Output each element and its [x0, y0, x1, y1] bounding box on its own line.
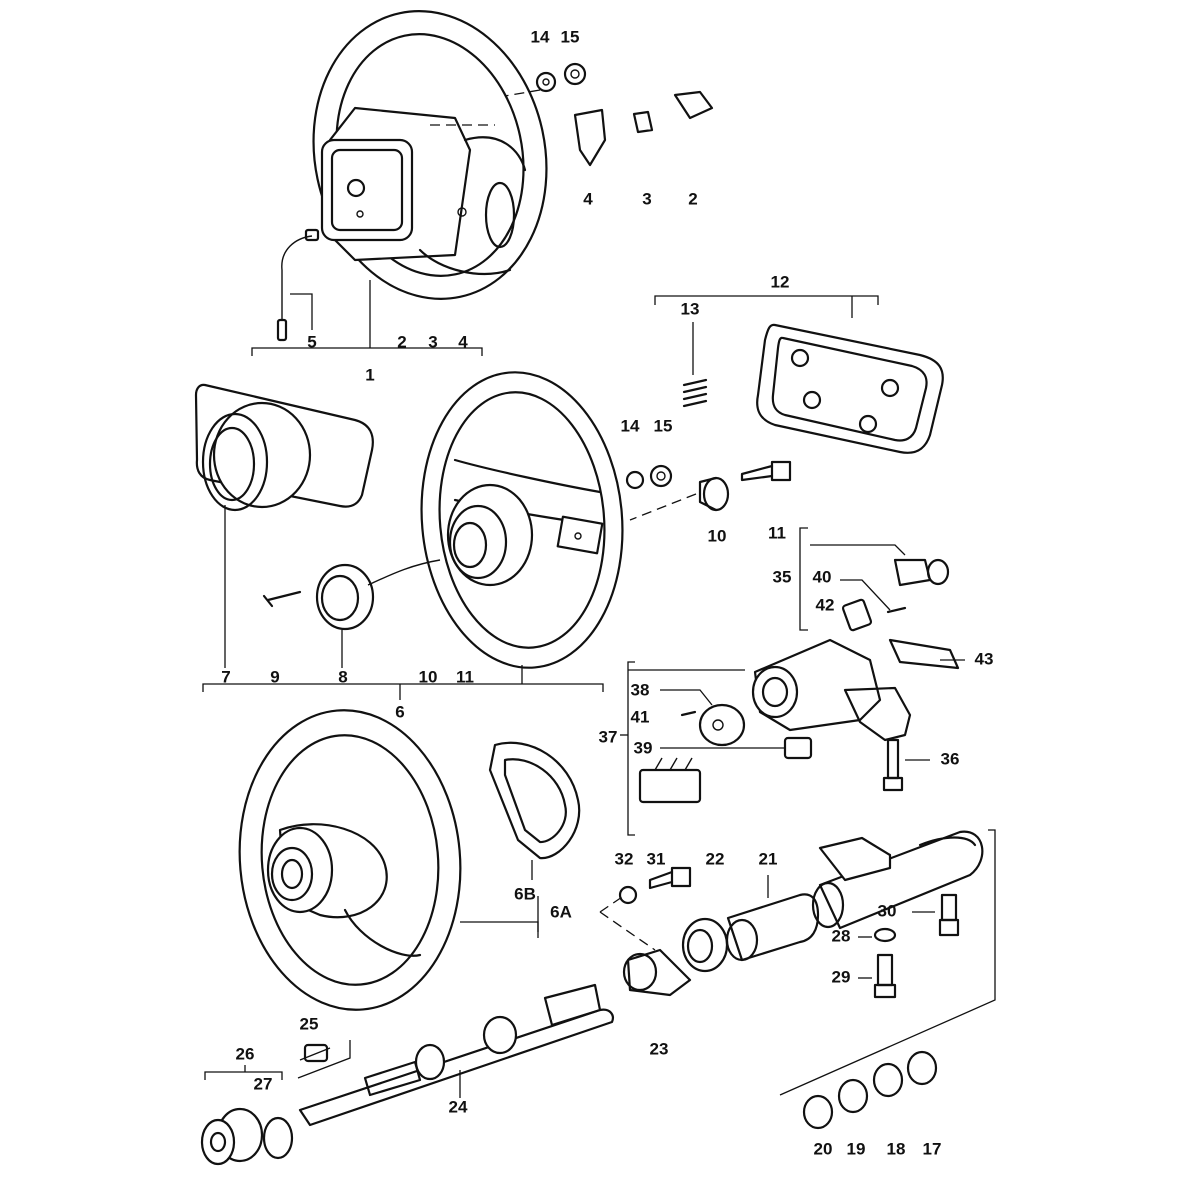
callout-42: 42 — [816, 595, 835, 614]
callout-15-top: 15 — [561, 27, 580, 46]
steering-wheel-6 — [420, 371, 624, 669]
bracket-35 — [799, 527, 906, 631]
callout-30: 30 — [878, 901, 897, 920]
callout-8: 8 — [338, 667, 347, 686]
callout-29: 29 — [832, 967, 851, 986]
callout-4-row: 4 — [458, 332, 468, 351]
bracket-1 — [251, 280, 483, 356]
callout-39: 39 — [634, 738, 653, 757]
lock-housing-37 — [751, 638, 960, 742]
spacer-10 — [698, 476, 730, 512]
callout-35: 35 — [773, 567, 792, 586]
callout-26: 26 — [236, 1044, 255, 1063]
callout-4-top: 4 — [583, 189, 593, 208]
callout-32: 32 — [615, 849, 634, 868]
callout-24: 24 — [449, 1097, 468, 1116]
bracket-37 — [620, 661, 785, 836]
callout-17: 17 — [923, 1139, 942, 1158]
leader-10-mid — [629, 493, 697, 521]
callout-labels: 14 15 4 3 2 5 2 3 4 1 12 13 14 15 10 11 … — [221, 27, 993, 1158]
jacket-tube — [811, 830, 984, 930]
nuts-14-15-mid — [625, 464, 673, 490]
screw-9 — [262, 590, 302, 608]
callout-11-row: 11 — [456, 667, 474, 686]
callout-36: 36 — [941, 749, 960, 768]
lock-38-39 — [638, 703, 813, 804]
callout-28: 28 — [832, 926, 851, 945]
callout-3-row: 3 — [428, 332, 437, 351]
washers-28-30 — [858, 893, 960, 999]
callout-14-top: 14 — [531, 27, 550, 46]
nut-31-32 — [618, 866, 692, 905]
callout-27: 27 — [254, 1074, 273, 1093]
callout-15-mid: 15 — [654, 416, 673, 435]
callout-3-top: 3 — [642, 189, 651, 208]
shims-17-20 — [802, 1050, 938, 1130]
callout-1: 1 — [365, 365, 374, 384]
callout-21: 21 — [759, 849, 778, 868]
bracket-26 — [204, 1065, 283, 1080]
contact-42 — [841, 598, 873, 632]
callout-13: 13 — [681, 299, 700, 318]
bolt-11 — [740, 460, 792, 482]
callout-19: 19 — [847, 1139, 866, 1158]
leader-32 — [599, 894, 626, 913]
steering-wheel-1 — [312, 10, 548, 300]
leader-23 — [599, 911, 656, 951]
small-parts-top — [535, 62, 714, 167]
bolt-36 — [882, 738, 930, 792]
horn-wire-5 — [276, 228, 320, 342]
callout-9: 9 — [270, 667, 279, 686]
callout-41: 41 — [631, 707, 650, 726]
bracket-6a — [460, 860, 539, 938]
callout-22: 22 — [706, 849, 725, 868]
collar-26 — [200, 1107, 294, 1166]
leader-14-top — [504, 89, 541, 97]
contact-ring-8 — [315, 559, 441, 631]
callout-6b: 6B — [514, 884, 536, 903]
callout-7: 7 — [221, 667, 230, 686]
horn-pad-7 — [194, 383, 374, 512]
bracket-12 — [654, 295, 879, 318]
callout-43: 43 — [975, 649, 994, 668]
callout-14-mid: 14 — [621, 416, 640, 435]
pad-cover-12 — [756, 323, 944, 454]
callout-20: 20 — [814, 1139, 833, 1158]
callout-10-row: 10 — [419, 667, 438, 686]
steering-wheel-6a — [238, 709, 462, 1011]
column-tube-21 — [725, 875, 820, 962]
shaft-24 — [298, 983, 614, 1127]
callout-10-mid: 10 — [708, 526, 727, 545]
spring-13 — [682, 322, 708, 408]
horn-pad-6b — [488, 741, 581, 860]
callout-37: 37 — [599, 727, 618, 746]
callout-25: 25 — [300, 1014, 319, 1033]
callout-6a: 6A — [550, 902, 572, 921]
pin-25 — [303, 1043, 329, 1063]
callout-11-mid: 11 — [768, 523, 786, 542]
callout-2-top: 2 — [688, 189, 697, 208]
callout-38: 38 — [631, 680, 650, 699]
callout-23: 23 — [650, 1039, 669, 1058]
switch-35 — [886, 558, 950, 614]
flange-23 — [622, 948, 692, 997]
bearing-22 — [681, 917, 729, 973]
callout-6: 6 — [395, 702, 404, 721]
callout-18: 18 — [887, 1139, 906, 1158]
callout-31: 31 — [647, 849, 666, 868]
bracket-6 — [202, 505, 604, 700]
callout-12: 12 — [771, 272, 790, 291]
callout-5: 5 — [307, 332, 316, 351]
callout-40: 40 — [813, 567, 832, 586]
bracket-17-20 — [779, 829, 996, 1096]
callout-2-row: 2 — [397, 332, 406, 351]
